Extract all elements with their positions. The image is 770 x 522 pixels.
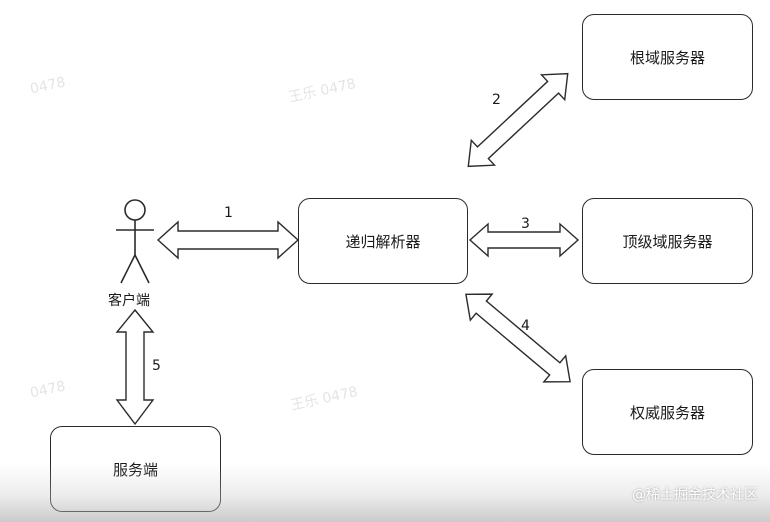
double-arrow-3 — [468, 222, 580, 258]
double-arrow-4 — [465, 293, 571, 383]
arrow-label-3: 3 — [521, 216, 530, 232]
root-server-box: 根域服务器 — [582, 14, 753, 100]
client-label: 客户端 — [108, 293, 150, 309]
arrow-label-4: 4 — [521, 318, 530, 334]
tld-server-box: 顶级域服务器 — [582, 198, 753, 284]
double-arrow-1 — [156, 220, 300, 260]
recursive-resolver-box: 递归解析器 — [298, 198, 468, 284]
authoritative-server-box: 权威服务器 — [582, 369, 753, 455]
person-icon — [116, 199, 154, 284]
site-credit: @稀土掘金技术社区 — [632, 487, 758, 503]
arrow-label-5: 5 — [152, 358, 161, 374]
double-arrow-2 — [467, 72, 569, 168]
double-arrow-5 — [115, 308, 155, 426]
server-side-box: 服务端 — [50, 426, 221, 512]
arrow-label-1: 1 — [224, 205, 233, 221]
arrow-label-2: 2 — [492, 92, 501, 108]
